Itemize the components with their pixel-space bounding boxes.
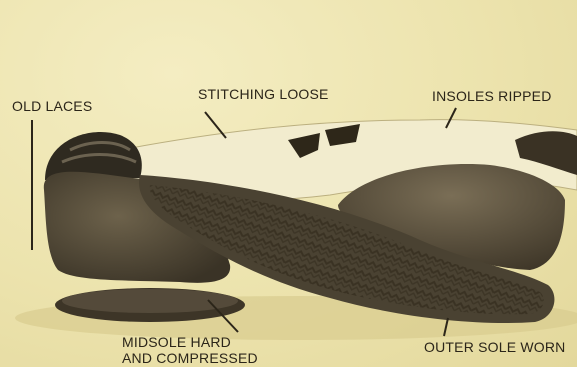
midsole-label: MIDSOLE HARD AND COMPRESSED (122, 334, 258, 366)
stitching-loose-label: STITCHING LOOSE (198, 86, 329, 102)
midsole-label-line2: AND COMPRESSED (122, 350, 258, 366)
insoles-ripped-label: INSOLES RIPPED (432, 88, 552, 104)
midsole-label-line1: MIDSOLE HARD (122, 334, 258, 350)
outer-sole-worn-label: OUTER SOLE WORN (424, 339, 565, 355)
old-laces-label: OLD LACES (12, 98, 92, 114)
